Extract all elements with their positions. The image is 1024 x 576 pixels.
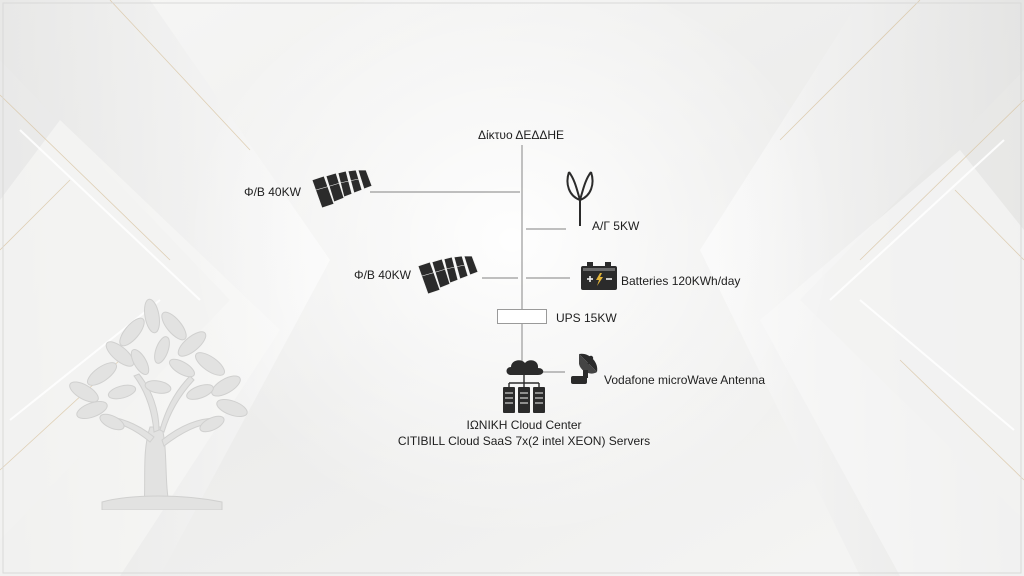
pv-top-label: Φ/Β 40KW <box>244 185 301 199</box>
cloud-center-label: ΙΩΝΙΚΗ Cloud Center <box>466 418 582 432</box>
cloud-server-icon <box>503 360 545 413</box>
tree-logo-icon <box>69 298 248 510</box>
grid-label: Δίκτυο ΔΕΔΔΗΕ <box>478 128 565 142</box>
satellite-dish-icon <box>571 353 598 384</box>
batteries-label: Batteries 120KWh/day <box>621 274 741 288</box>
solar-panel-icon <box>311 170 373 208</box>
solar-panel-icon <box>417 256 479 294</box>
cloud-servers-label: CITIBILL Cloud SaaS 7x(2 intel XEON) Ser… <box>397 434 651 448</box>
antenna-label: Vodafone microWave Antenna <box>604 373 765 387</box>
pv-mid-label: Φ/Β 40KW <box>354 268 411 282</box>
ups-label: UPS 15KW <box>556 311 617 325</box>
battery-icon <box>581 262 617 290</box>
wind-label: Α/Γ 5KW <box>592 219 640 233</box>
ups-box <box>497 309 547 324</box>
wind-turbine-icon <box>566 171 594 226</box>
